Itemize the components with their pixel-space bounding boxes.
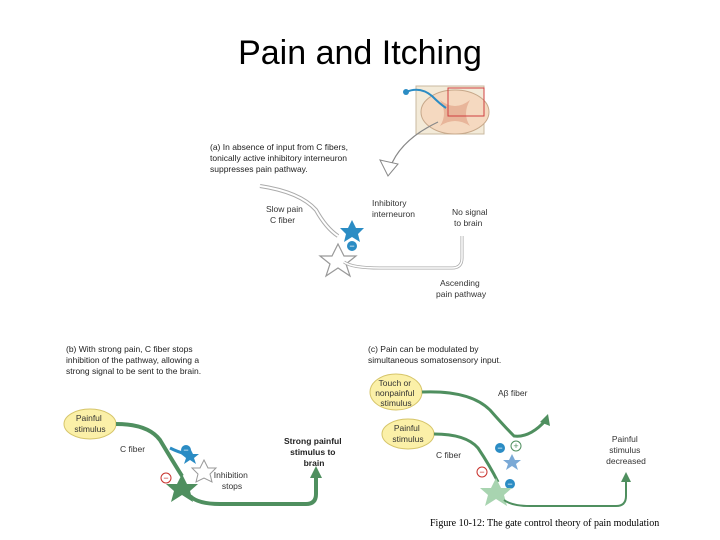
panel-c-projection-neuron (480, 478, 512, 506)
svg-text:Touch or nonpainful: Touch or nonpainful stimulus (375, 378, 417, 408)
panel-b: (b) With strong pain, C fiber stops inhi… (63, 344, 344, 506)
panel-a-label-slow-pain: Slow pain C fiber (266, 204, 305, 225)
panel-b-caption: (b) With strong pain, C fiber stops inhi… (66, 344, 201, 376)
panel-a-label-no-signal: No signal to brain (452, 207, 490, 228)
svg-text:−: − (349, 241, 354, 251)
panel-b-label-c-fiber: C fiber (120, 444, 145, 454)
panel-a: (a) In absence of input from C fibers, t… (210, 142, 490, 299)
panel-b-inhibit-minus (160, 472, 172, 484)
spinal-cord-inset (379, 85, 490, 177)
panel-c-label-c-fiber: C fiber (436, 450, 461, 460)
panel-b-projection-neuron (166, 474, 198, 502)
slide-title: Pain and Itching (238, 34, 482, 72)
inset-highlight-box (447, 87, 485, 117)
panel-a-inhibitory-interneuron (340, 220, 364, 242)
svg-text:−: − (479, 467, 484, 477)
svg-text:−: − (183, 445, 188, 455)
panel-a-ascending-pathway (343, 236, 464, 270)
panel-a-minus-sign (347, 241, 357, 251)
panel-a-projection-neuron (318, 242, 358, 278)
figure-caption: Figure 10-12: The gate control theory of… (430, 518, 660, 529)
panel-a-caption: (a) In absence of input from C fibers, t… (210, 142, 350, 174)
panel-b-ascending-pathway (188, 474, 318, 506)
panel-c-label-decreased: Painful stimulus decreased (606, 434, 646, 466)
panel-b-label-inhibition: Inhibition stops (214, 470, 250, 491)
panel-b-interneuron (181, 448, 199, 464)
panel-c-ascending-pathway (503, 478, 627, 507)
svg-text:Painful stimulus: Painful stimulus (392, 423, 423, 444)
svg-text:−: − (507, 479, 512, 489)
panel-a-label-inhibitory: Inhibitory interneuron (372, 198, 415, 219)
panel-b-c-fiber (115, 422, 184, 478)
panel-c-interneuron (503, 454, 521, 470)
svg-text:Painful stimulus: Painful stimulus (74, 413, 105, 434)
inset-nerve (405, 88, 447, 109)
panel-c-c-fiber (433, 432, 500, 483)
panel-c-abeta-fiber (421, 390, 548, 438)
panel-a-label-ascending: Ascending pain pathway (436, 278, 487, 299)
svg-text:+: + (513, 441, 518, 451)
panel-c-caption: (c) Pain can be modulated by simultaneou… (368, 344, 501, 365)
panel-c: (c) Pain can be modulated by simultaneou… (368, 344, 646, 507)
inset-arrow-head (379, 159, 399, 177)
panel-c-label-abeta: Aβ fiber (498, 388, 528, 398)
panel-b-label-strong: Strong painful stimulus to brain (284, 436, 344, 468)
svg-text:−: − (497, 443, 502, 453)
svg-text:−: − (163, 473, 168, 483)
